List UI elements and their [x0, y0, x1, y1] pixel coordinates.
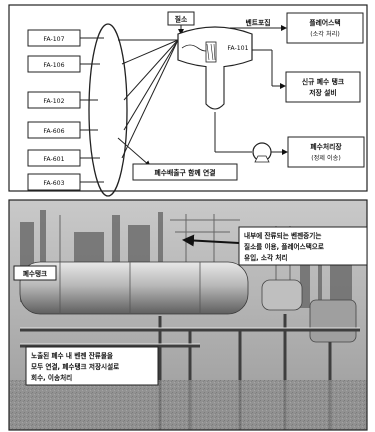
photo-label-tank-text: 폐수탱크: [23, 269, 47, 278]
process-diagram: FA-107 FA-106 FA-102 FA-606 FA-601 FA-60…: [9, 5, 367, 196]
photo-callout-bottom: 노출된 폐수 내 벤젠 잔류물을 모두 연결, 폐수탱크 저장시설로 회수, 이…: [26, 347, 158, 385]
vessel-label: FA-603: [43, 180, 64, 187]
flare-stack-box: 플레어스택 (소각 처리): [287, 13, 363, 43]
flare-box-line-2: (소각 처리): [310, 30, 340, 38]
vessel-label: FA-106: [43, 62, 64, 69]
vessel-label: FA-601: [43, 156, 64, 163]
photo-callout-top: 내부에 잔류되는 벤젠증기는 질소를 이용, 플레어스택으로 유입, 소각 처리: [239, 227, 367, 265]
nitrogen-box: 질소: [168, 12, 194, 25]
connect-label: 폐수배출구 함께 연결: [154, 168, 215, 177]
treatment-box: 폐수처리장 (정제 이송): [288, 137, 364, 167]
vessel-box: FA-603: [28, 174, 80, 190]
connect-label-box: 폐수배출구 함께 연결: [133, 164, 237, 180]
storage-box-line-1: 신규 폐수 탱크: [302, 77, 345, 86]
vessel-box: FA-606: [28, 122, 80, 138]
photo-label-tank: 폐수탱크: [14, 266, 56, 280]
tank-label: FA-101: [227, 45, 248, 52]
storage-box: 신규 폐수 탱크 저장 설비: [286, 72, 360, 102]
vessel-box: FA-102: [28, 92, 80, 108]
treatment-box-line-2: (정제 이송): [311, 154, 341, 162]
storage-box-line-2: 저장 설비: [309, 88, 336, 97]
vent-label: 벤트포집: [245, 18, 270, 27]
vessel-label: FA-102: [43, 98, 64, 105]
callout-top-line-3: 유입, 소각 처리: [244, 253, 288, 262]
vessel-box: FA-601: [28, 150, 80, 166]
nitrogen-label: 질소: [175, 15, 188, 24]
vessel-label: FA-107: [43, 36, 64, 43]
callout-bottom-line-2: 모두 연결, 폐수탱크 저장시설로: [31, 362, 119, 371]
callout-top-line-2: 질소를 이용, 플레어스택으로: [244, 242, 324, 251]
treatment-box-line-1: 폐수처리장: [310, 142, 342, 151]
vessel-box: FA-106: [28, 56, 80, 72]
callout-bottom-line-3: 회수, 이송처리: [31, 373, 72, 382]
pump-icon: [253, 143, 271, 162]
site-photo: 폐수탱크 내부에 잔류되는 벤젠증기는 질소를 이용, 플레어스택으로 유입, …: [9, 200, 367, 430]
flare-box-line-1: 플레어스택: [309, 18, 340, 27]
vessel-label: FA-606: [43, 128, 64, 135]
callout-top-line-1: 내부에 잔류되는 벤젠증기는: [244, 231, 321, 240]
vessel-box: FA-107: [28, 30, 80, 46]
callout-bottom-line-1: 노출된 폐수 내 벤젠 잔류물을: [31, 351, 113, 360]
